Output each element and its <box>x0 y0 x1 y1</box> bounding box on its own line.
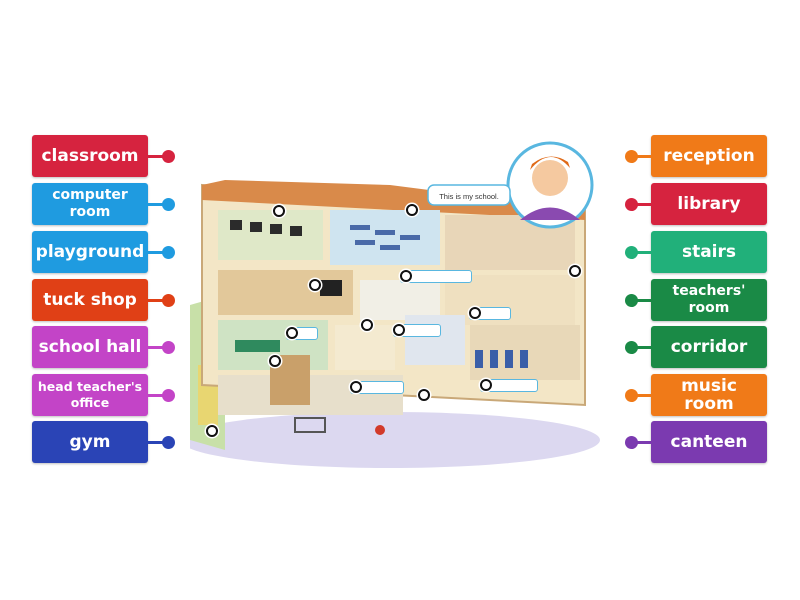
drop-target-pin[interactable] <box>273 205 285 217</box>
drop-target-pin[interactable] <box>269 355 281 367</box>
label-computer-room[interactable]: computer room <box>32 183 148 225</box>
connector-dot[interactable] <box>625 436 638 449</box>
label-stairs[interactable]: stairs <box>651 231 767 273</box>
label-canteen[interactable]: canteen <box>651 421 767 463</box>
drop-target-pin[interactable] <box>418 389 430 401</box>
connector-line <box>148 394 168 397</box>
connector-line <box>632 299 652 302</box>
drop-target-pin[interactable] <box>569 265 581 277</box>
piano <box>320 280 342 296</box>
connector-dot[interactable] <box>162 150 175 163</box>
connector-line <box>148 251 168 254</box>
drop-target-pin[interactable] <box>350 381 362 393</box>
boy-face <box>532 160 568 196</box>
connector-dot[interactable] <box>162 198 175 211</box>
drop-target-pin[interactable] <box>406 204 418 216</box>
connector-line <box>632 251 652 254</box>
computer-room-area <box>218 210 323 260</box>
table-tennis <box>235 340 280 352</box>
connector-line <box>632 441 652 444</box>
canteen-area <box>335 325 395 370</box>
drop-target-pin[interactable] <box>206 425 218 437</box>
reception-area <box>405 315 465 365</box>
roof <box>202 180 585 220</box>
hall-chairs <box>475 350 528 368</box>
football-goal <box>294 417 326 433</box>
connector-line <box>148 299 168 302</box>
label-library[interactable]: library <box>651 183 767 225</box>
connector-dot[interactable] <box>625 198 638 211</box>
label-teachers-room[interactable]: teachers' room <box>651 279 767 321</box>
connector-dot[interactable] <box>162 294 175 307</box>
label-school-hall[interactable]: school hall <box>32 326 148 368</box>
boy-hair <box>530 156 570 170</box>
connector-dot[interactable] <box>162 246 175 259</box>
drop-target-pin[interactable] <box>393 324 405 336</box>
label-corridor[interactable]: corridor <box>651 326 767 368</box>
label-head-teachers-office[interactable]: head teacher's office <box>32 374 148 416</box>
label-gym[interactable]: gym <box>32 421 148 463</box>
connector-dot[interactable] <box>625 389 638 402</box>
connector-line <box>632 155 652 158</box>
classroom-area <box>330 210 440 265</box>
drop-target-pin[interactable] <box>286 327 298 339</box>
connector-line <box>148 203 168 206</box>
connector-line <box>148 441 168 444</box>
connector-line <box>632 346 652 349</box>
label-tuck-shop[interactable]: tuck shop <box>32 279 148 321</box>
ground-shadow <box>190 412 600 468</box>
computers <box>230 220 302 236</box>
drop-target-pin[interactable] <box>309 279 321 291</box>
label-classroom[interactable]: classroom <box>32 135 148 177</box>
speech-bubble-text: This is my school. <box>439 192 499 201</box>
label-music-room[interactable]: music room <box>651 374 767 416</box>
drop-target-pin[interactable] <box>469 307 481 319</box>
label-reception[interactable]: reception <box>651 135 767 177</box>
corridor-area <box>360 280 440 320</box>
connector-dot[interactable] <box>162 389 175 402</box>
connector-dot[interactable] <box>625 294 638 307</box>
connector-dot[interactable] <box>625 341 638 354</box>
connector-dot[interactable] <box>625 246 638 259</box>
connector-dot[interactable] <box>625 150 638 163</box>
speech-bubble <box>427 184 511 206</box>
boy-shirt <box>520 207 580 220</box>
connector-dot[interactable] <box>162 436 175 449</box>
school-illustration: This is my school. <box>190 141 600 468</box>
connector-line <box>632 203 652 206</box>
drop-target-pin[interactable] <box>400 270 412 282</box>
connector-line <box>632 394 652 397</box>
label-playground[interactable]: playground <box>32 231 148 273</box>
connector-line <box>148 155 168 158</box>
desks <box>350 225 420 250</box>
drop-target-pin[interactable] <box>480 379 492 391</box>
drop-target-pin[interactable] <box>361 319 373 331</box>
connector-line <box>148 346 168 349</box>
connector-dot[interactable] <box>162 341 175 354</box>
running-child <box>375 425 385 435</box>
